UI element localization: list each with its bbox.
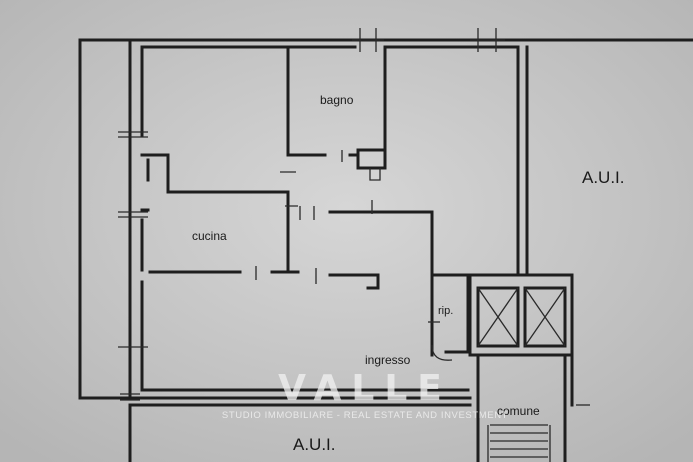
corridor-walls <box>315 200 470 361</box>
room-label-bagno: bagno <box>320 93 354 107</box>
watermark-brand: VALLE <box>278 368 452 409</box>
elevator-right <box>523 286 567 348</box>
apartment-walls <box>140 45 529 392</box>
cucina-walls <box>140 153 315 280</box>
room-label-comune: comune <box>497 404 540 418</box>
outer-walls <box>78 38 693 462</box>
elevator-core <box>468 273 574 462</box>
bagno-walls <box>286 45 387 181</box>
watermark-tagline: STUDIO IMMOBILIARE - REAL ESTATE AND INV… <box>222 410 508 421</box>
room-label-aui-bottom: A.U.I. <box>293 435 336 454</box>
room-label-aui-right: A.U.I. <box>582 168 625 187</box>
room-label-cucina: cucina <box>192 229 227 243</box>
elevator-left <box>476 286 520 348</box>
wall-ticks <box>118 28 590 406</box>
room-label-rip: rip. <box>438 305 453 317</box>
room-label-ingresso: ingresso <box>365 353 411 367</box>
